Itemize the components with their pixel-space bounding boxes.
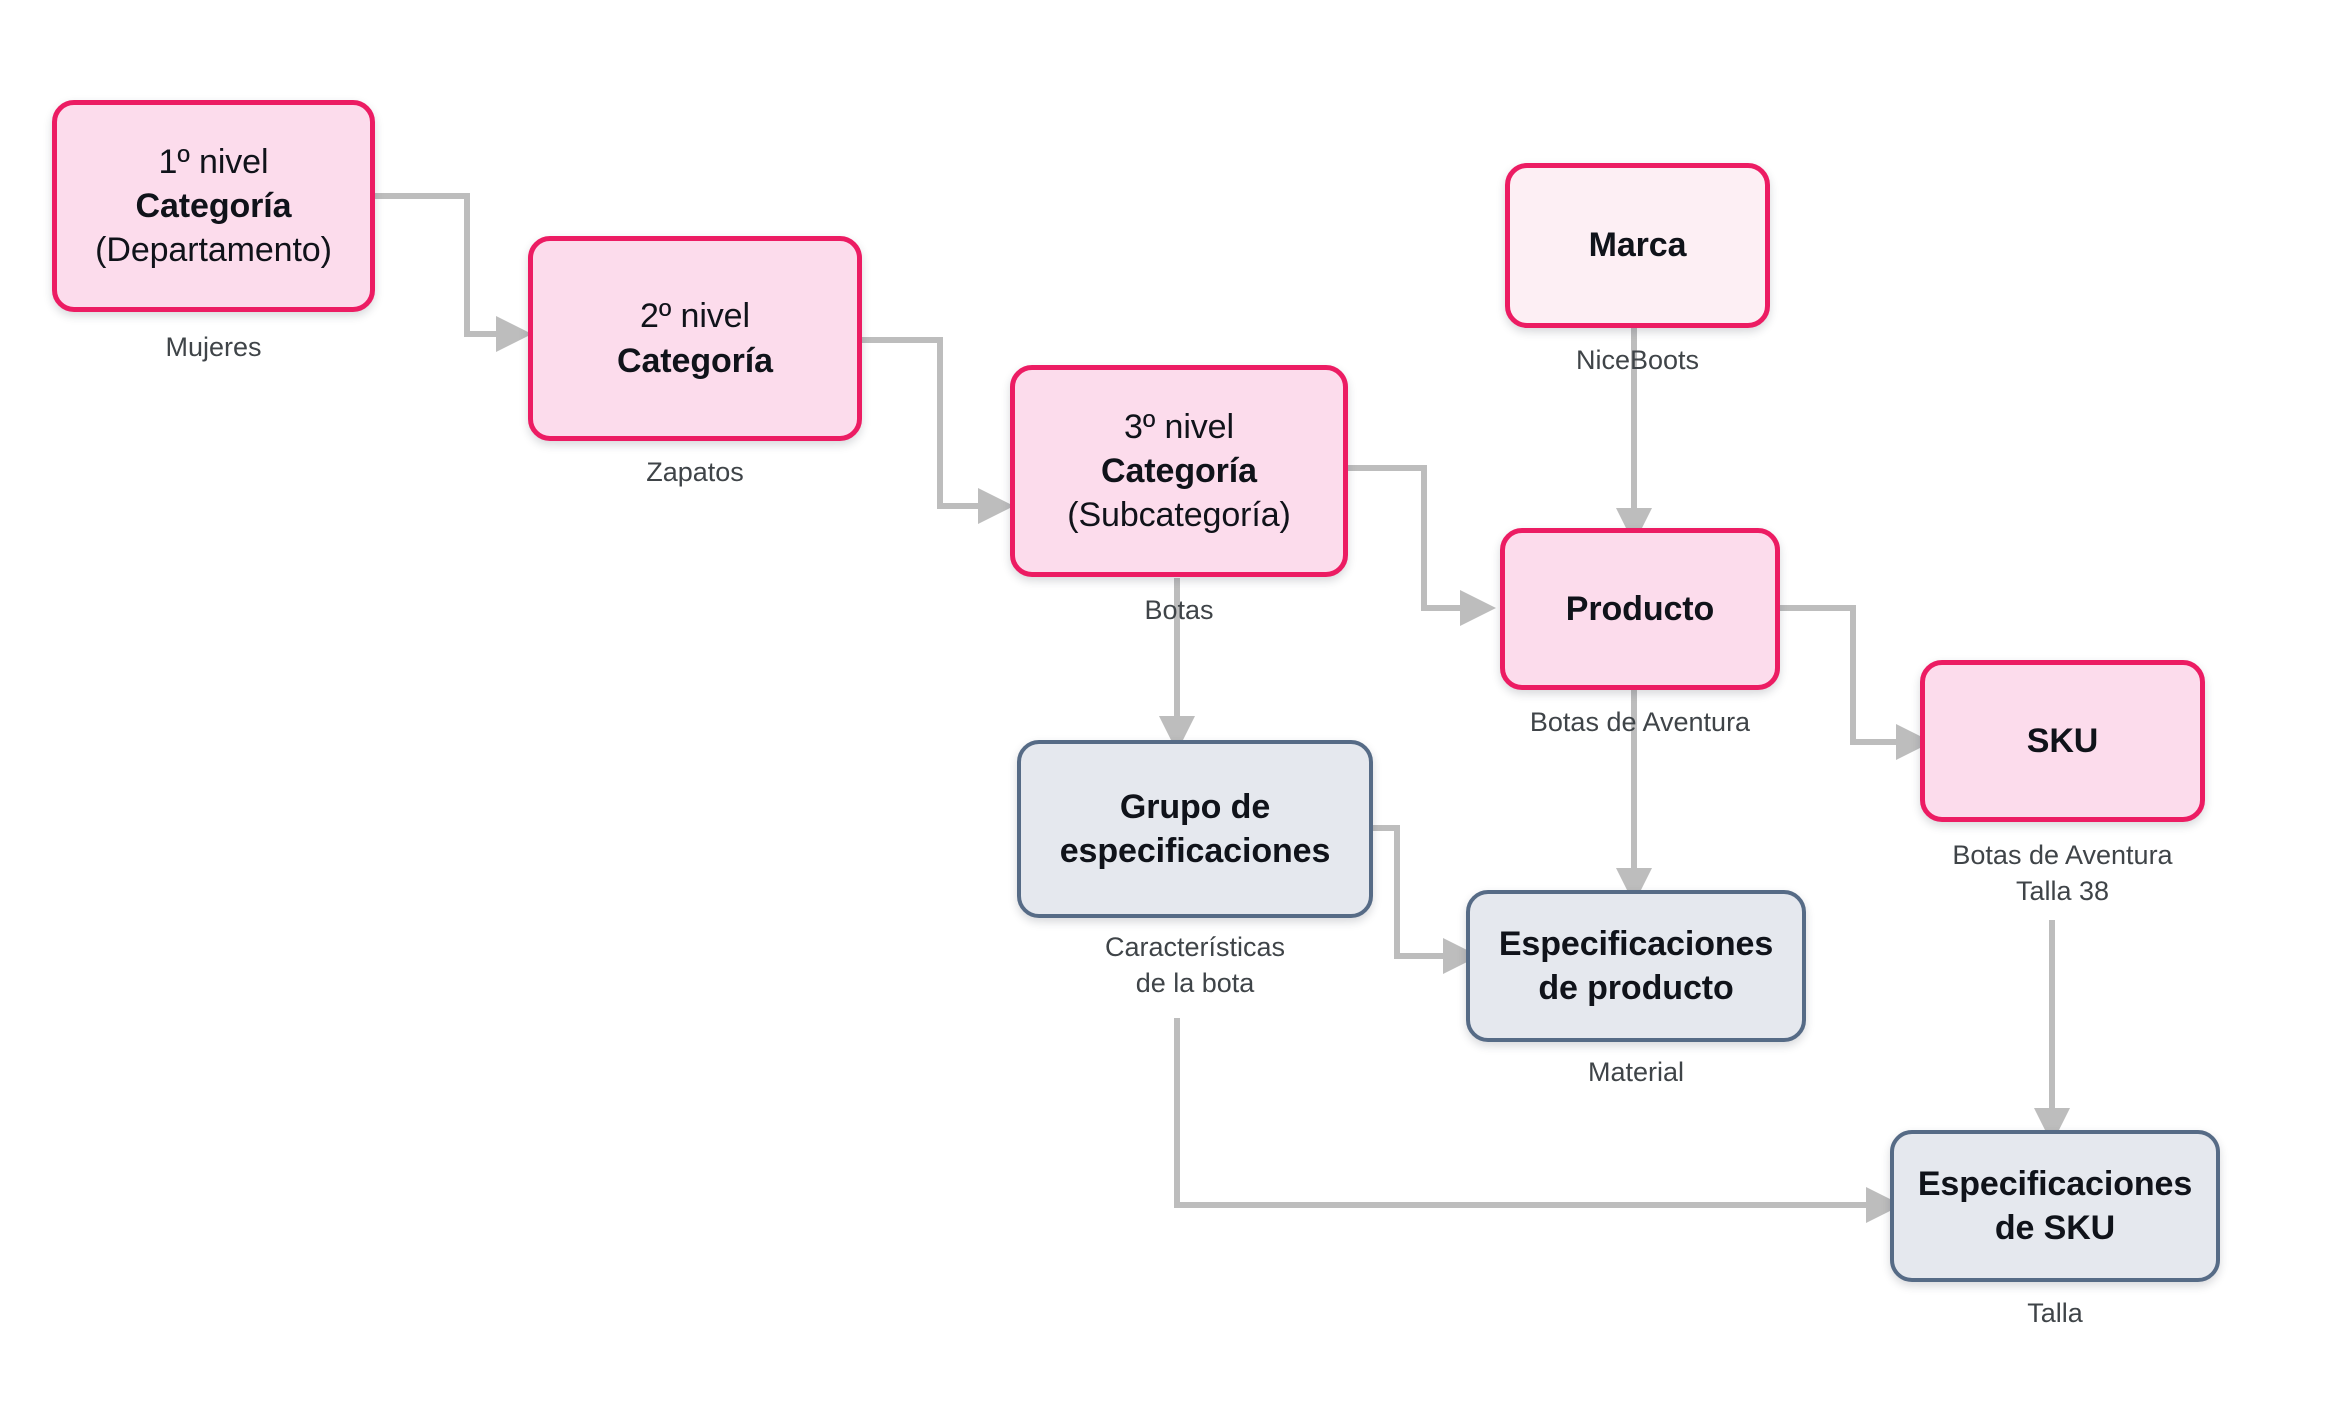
- node-categoria-nivel-3-line3: (Subcategoría): [1067, 496, 1291, 535]
- node-especificaciones-sku-line1: Especificaciones: [1917, 1164, 2193, 1203]
- caption-marca: NiceBoots: [1575, 345, 1700, 375]
- caption-especificaciones-sku: Talla: [2027, 1298, 2083, 1328]
- node-sku[interactable]: SKU: [1920, 660, 2205, 822]
- node-especificaciones-sku-line2: de SKU: [1994, 1209, 2116, 1247]
- caption-sku-line-1: Botas de Aventura: [1952, 840, 2173, 870]
- edge-grupo-espsku: [1174, 1018, 1902, 1223]
- caption-grupo-line-1: Características: [1104, 932, 1286, 962]
- node-categoria-nivel-2[interactable]: 2º nivel Categoría: [528, 236, 862, 441]
- node-grupo-especificaciones-title: Grupo de especificaciones: [1046, 785, 1345, 873]
- node-grupo-especificaciones-line2: especificaciones: [1059, 832, 1331, 870]
- node-especificaciones-sku[interactable]: Especificaciones de SKU: [1890, 1130, 2220, 1282]
- node-categoria-nivel-1[interactable]: 1º nivel Categoría (Departamento): [52, 100, 375, 312]
- caption-grupo-especificaciones: Características de la bota: [1017, 930, 1373, 1001]
- caption-categoria-nivel-2: Zapatos: [646, 457, 744, 487]
- node-producto-title: Producto: [1565, 589, 1715, 628]
- node-especificaciones-producto-line2: de producto: [1538, 969, 1734, 1007]
- node-especificaciones-producto[interactable]: Especificaciones de producto: [1466, 890, 1806, 1042]
- node-grupo-especificaciones-line1: Grupo de: [1119, 787, 1271, 826]
- node-especificaciones-producto-line1: Especificaciones: [1498, 924, 1774, 963]
- edge-grupo-espproducto: [1373, 825, 1479, 974]
- caption-sku: Botas de Aventura Talla 38: [1895, 838, 2230, 909]
- edge-cat2-cat3: [862, 337, 1014, 524]
- node-marca-title: Marca: [1588, 226, 1687, 265]
- caption-categoria-nivel-1: Mujeres: [165, 332, 262, 362]
- node-sku-title: SKU: [2026, 721, 2099, 760]
- caption-grupo-line-2: de la bota: [1135, 967, 1255, 998]
- caption-sku-line-2: Talla 38: [2015, 875, 2110, 906]
- edge-cat1-cat2: [375, 193, 532, 352]
- node-categoria-nivel-1-line2: Categoría: [135, 186, 292, 225]
- edge-cat3-producto: [1348, 465, 1496, 626]
- node-marca[interactable]: Marca: [1505, 163, 1770, 328]
- node-categoria-nivel-3[interactable]: 3º nivel Categoría (Subcategoría): [1010, 365, 1348, 577]
- node-especificaciones-producto-title: Especificaciones de producto: [1485, 922, 1787, 1010]
- node-categoria-nivel-1-line3: (Departamento): [95, 231, 332, 270]
- node-categoria-nivel-3-title: 3º nivel Categoría (Subcategoría): [1053, 405, 1305, 538]
- node-categoria-nivel-3-line2: Categoría: [1101, 451, 1257, 490]
- node-especificaciones-sku-title: Especificaciones de SKU: [1904, 1162, 2206, 1250]
- node-categoria-nivel-1-title: 1º nivel Categoría (Departamento): [81, 140, 346, 273]
- node-categoria-nivel-2-line1: 2º nivel: [640, 297, 750, 336]
- caption-producto: Botas de Aventura: [1529, 707, 1751, 737]
- node-categoria-nivel-2-line2: Categoría: [617, 341, 773, 380]
- caption-especificaciones-producto: Material: [1587, 1057, 1685, 1087]
- node-categoria-nivel-1-line1: 1º nivel: [158, 142, 269, 181]
- node-grupo-especificaciones[interactable]: Grupo de especificaciones: [1017, 740, 1373, 918]
- node-categoria-nivel-2-title: 2º nivel Categoría: [603, 294, 787, 382]
- node-categoria-nivel-3-line1: 3º nivel: [1124, 407, 1234, 446]
- node-producto[interactable]: Producto: [1500, 528, 1780, 690]
- caption-categoria-nivel-3: Botas: [1144, 595, 1214, 625]
